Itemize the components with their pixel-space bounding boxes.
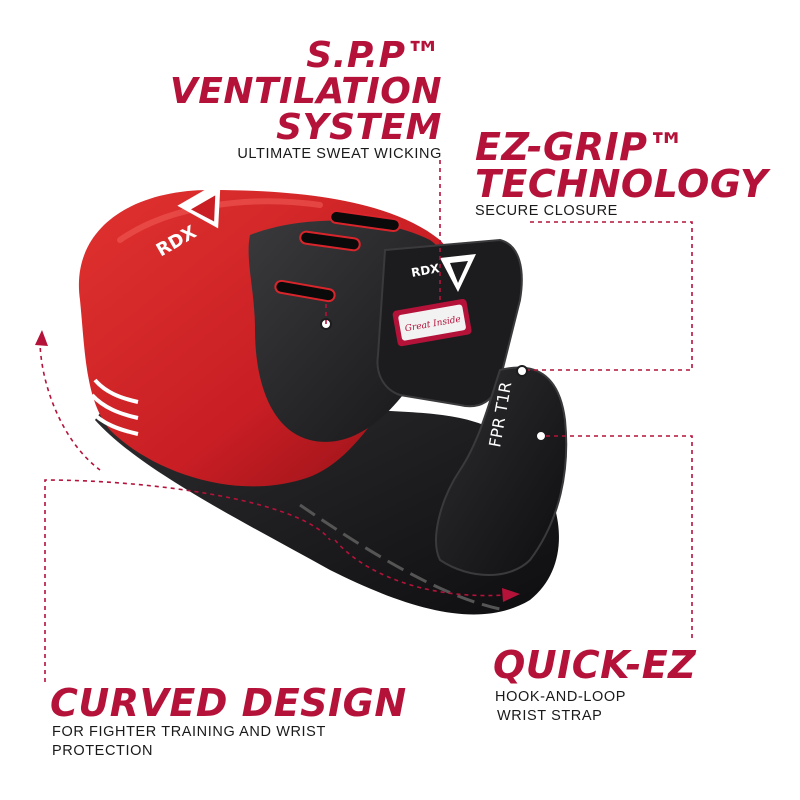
callout-line-curved (44, 479, 331, 682)
ventilation-slots (274, 209, 401, 303)
quickez-subtitle-line-1: HOOK-AND-LOOP (495, 689, 627, 705)
ventilation-title-line-1: S.P.P™ (306, 35, 442, 76)
arrow-head-bottom (502, 588, 520, 602)
callout-lines (39, 160, 693, 682)
ventilation-title-line-3: SYSTEM (276, 107, 442, 148)
quickez-title: QUICK-EZ (493, 643, 697, 687)
arc-arrow-bottom (334, 539, 506, 597)
arrow-head-left (35, 330, 48, 346)
pad-ridge-edge (299, 503, 506, 612)
ventilation-title-line-2: VENTILATION (169, 71, 442, 112)
ventilation-subtitle: ULTIMATE SWEAT WICKING (237, 146, 442, 162)
great-inside-badge: Great Inside (392, 298, 472, 347)
hotspot-markers (320, 318, 547, 442)
hotspot-ezgrip (516, 365, 528, 377)
strap-brand-text: RDX (410, 261, 441, 280)
callout-line-quickez (546, 435, 693, 640)
ezgrip-title-line-2: TECHNOLOGY (475, 162, 769, 206)
curved-subtitle-line-2: PROTECTION (52, 743, 154, 759)
quickez-subtitle-line-2: WRIST STRAP (497, 708, 603, 724)
ezgrip-title-line-1: EZ-GRIP™ (475, 125, 686, 169)
callout-line-ventilation (325, 160, 441, 324)
curved-title: CURVED DESIGN (50, 681, 407, 725)
wrist-strap (435, 366, 568, 576)
arc-arrow-left (39, 339, 101, 471)
curved-subtitle-line-1: FOR FIGHTER TRAINING AND WRIST (52, 724, 326, 740)
callout-line-ezgrip (528, 221, 693, 371)
side-stripes (88, 378, 139, 436)
ezgrip-subtitle: SECURE CLOSURE (475, 203, 618, 219)
hotspot-quickez (535, 430, 547, 442)
